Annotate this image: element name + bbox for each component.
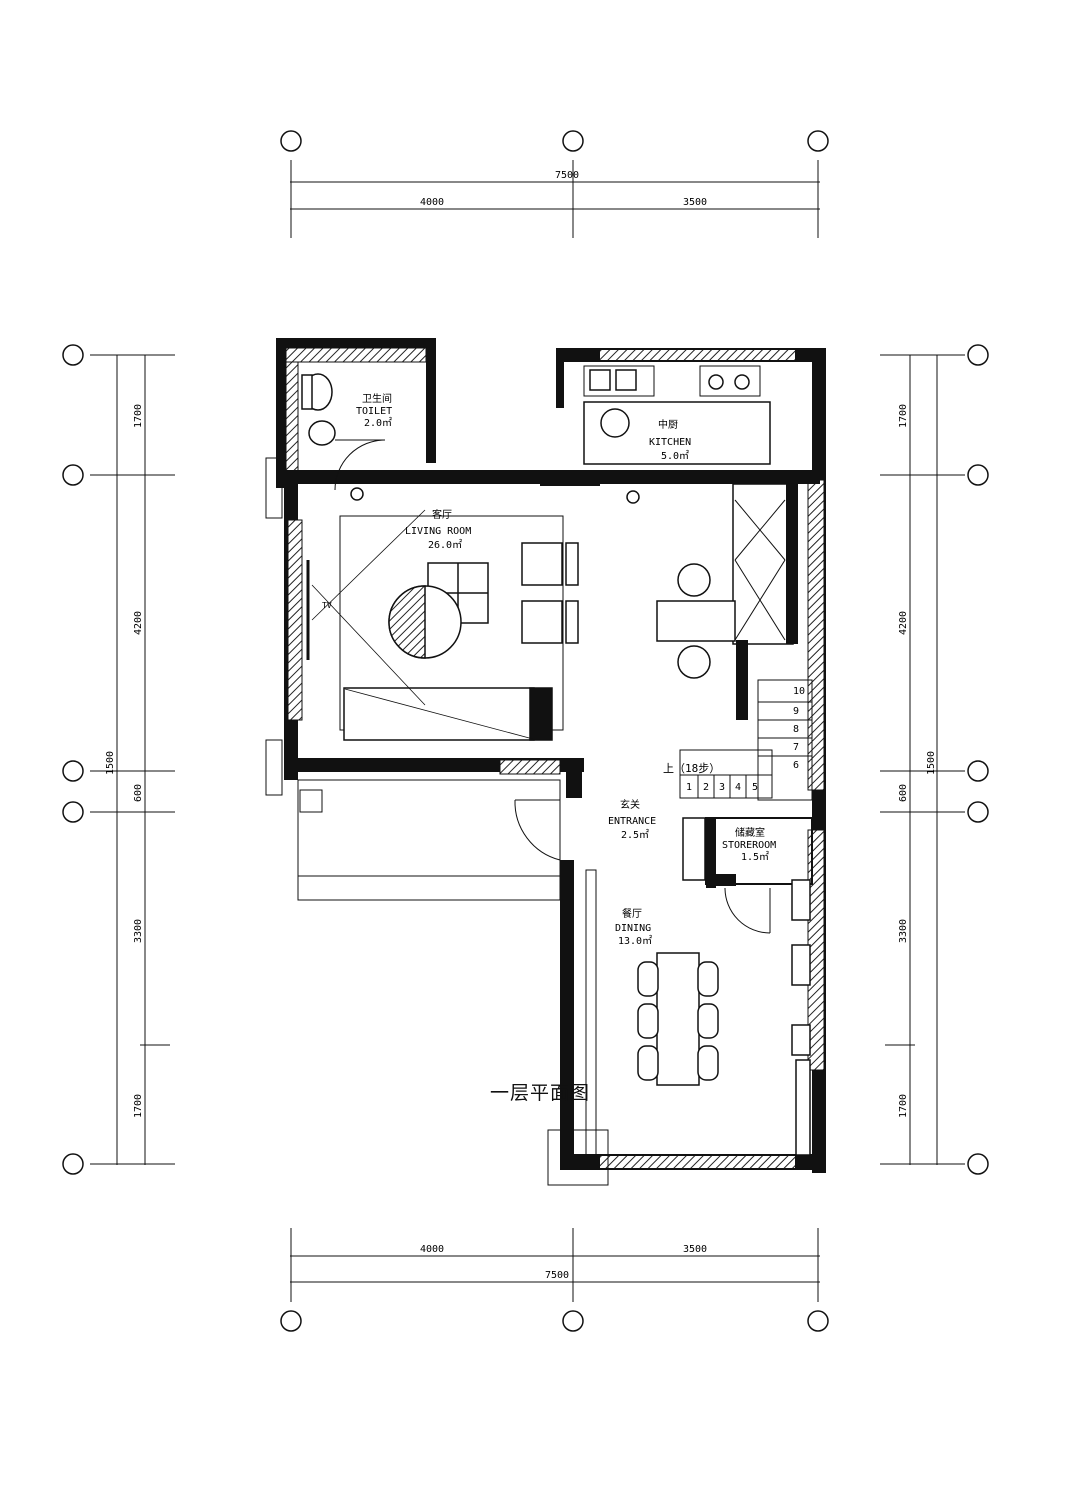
bottom-dim-total: 7500 [545,1270,569,1281]
top-dim-seg1: 4000 [420,197,444,208]
living-furniture [306,509,579,741]
right-dim-4: 600 [898,784,909,802]
left-dimension-lines [90,354,175,1165]
entrance-label-cn: 玄关 [620,798,640,811]
stair-step-4: 4 [735,782,741,793]
stair-step-8: 8 [793,724,799,735]
left-dim-1: 1700 [133,404,144,428]
top-dimension-lines [290,160,820,238]
bottom-dimension-lines [290,1228,820,1302]
left-dim-2: 4200 [133,611,144,635]
stair-step-7: 7 [793,742,799,753]
doors [334,439,771,934]
storeroom-label-en: STOREROOM [722,840,776,851]
living-area: 26.0㎡ [428,539,462,551]
dining-furniture [637,879,811,1156]
stair-step-6: 6 [793,760,799,771]
dining-area: 13.0㎡ [618,935,652,947]
toilet-area: 2.0㎡ [364,417,392,429]
storeroom-area: 1.5㎡ [741,851,769,863]
right-dim-1: 1700 [898,404,909,428]
entrance-area: 2.5㎡ [621,829,649,841]
storeroom-label-cn: 储藏室 [735,826,765,839]
stair-step-3: 3 [719,782,725,793]
left-dim-4: 600 [133,784,144,802]
right-dim-2: 4200 [898,611,909,635]
right-dim-6: 1700 [898,1094,909,1118]
left-dim-6: 1700 [133,1094,144,1118]
kitchen-label-cn: 中厨 [658,418,678,431]
stair-step-5: 5 [752,782,758,793]
right-dim-3: 1500 [926,751,937,775]
toilet-label-cn: 卫生间 [362,392,392,405]
right-dim-5: 3300 [898,919,909,943]
top-axis-markers [280,130,829,152]
kitchen-area: 5.0㎡ [661,450,689,462]
stair-step-2: 2 [703,782,709,793]
living-label-en: LIVING ROOM [405,526,471,537]
dining-label-en: DINING [615,923,651,934]
left-axis-markers [62,344,84,1175]
living-label-cn: 客厅 [432,508,452,521]
terrace-outline [265,457,609,1186]
toilet-fixtures [301,373,336,446]
right-dimension-lines [880,354,965,1165]
toilet-label-en: TOILET [356,406,392,417]
bottom-dim-seg2: 3500 [683,1244,707,1255]
stair-step-9: 9 [793,706,799,717]
left-dim-5: 3300 [133,919,144,943]
stair-step-10: 10 [793,686,805,697]
dining-label-cn: 餐厅 [622,907,642,920]
stairs-up-label: 上（18步） [663,762,720,775]
right-axis-markers [967,344,989,1175]
bottom-axis-markers [280,1310,829,1332]
entrance-furniture [350,487,736,881]
kitchen-fixtures [589,369,750,438]
plan-caption: 一层平面图 [489,1082,590,1104]
bottom-dim-seg1: 4000 [420,1244,444,1255]
kitchen-label-en: KITCHEN [649,437,691,448]
left-dim-3: 1500 [105,751,116,775]
entrance-label-en: ENTRANCE [608,816,656,827]
top-dim-seg2: 3500 [683,197,707,208]
stairs [679,499,813,801]
walls [276,338,826,1173]
tv-label: TV [322,601,332,610]
stair-step-1: 1 [686,782,692,793]
top-dim-total: 7500 [555,170,579,181]
